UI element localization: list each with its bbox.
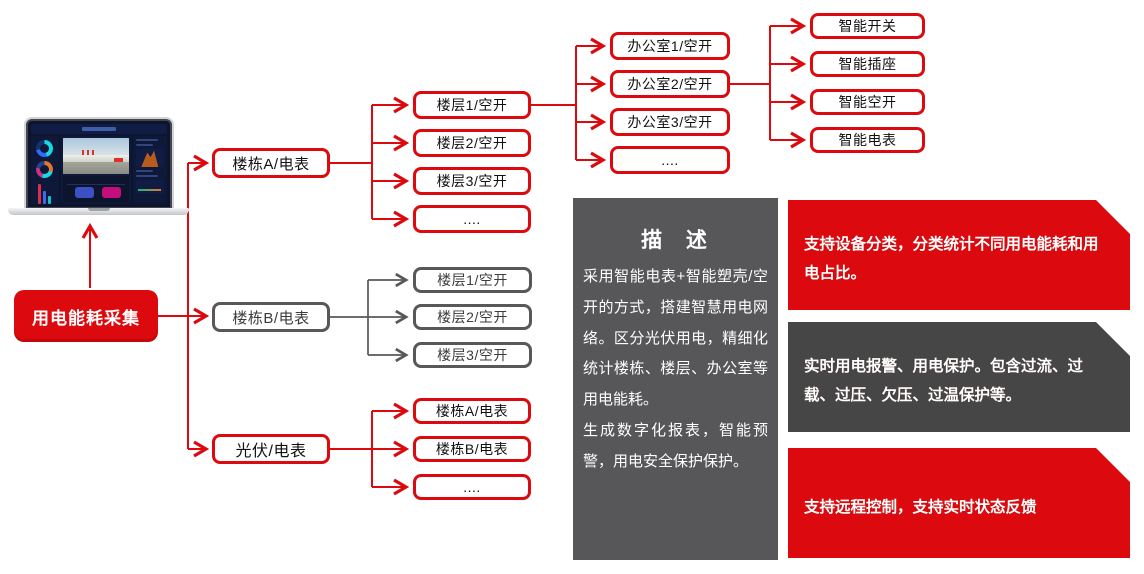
banner-device-classification: 支持设备分类，分类统计不同用电能耗和用电占比。 — [788, 200, 1130, 310]
node-label: .... — [463, 211, 481, 227]
area-chart-icon — [135, 149, 164, 167]
node-smart-breaker: 智能空开 — [810, 89, 925, 115]
dashboard-left-column — [31, 136, 59, 204]
node-label: 楼层3/空开 — [436, 173, 508, 189]
dashboard-center-column — [60, 136, 131, 204]
factory-sign — [114, 158, 124, 163]
factory-photo — [62, 138, 129, 174]
node-pv-more: .... — [413, 474, 531, 500]
description-title: 描 述 — [641, 229, 716, 252]
node-pv-building-b: 楼栋B/电表 — [413, 436, 531, 462]
bottom-bar-chart-icon — [62, 176, 129, 202]
donut-chart-icon — [36, 140, 54, 157]
node-smart-socket: 智能插座 — [810, 51, 925, 77]
node-floor-b-1: 楼层1/空开 — [413, 267, 532, 293]
energy-dashboard — [31, 124, 167, 204]
node-floor-b-3: 楼层3/空开 — [413, 342, 532, 368]
banner-text: 实时用电报警、用电保护。包含过流、过载、过压、欠压、过温保护等。 — [804, 358, 1084, 404]
description-paragraph-2: 生成数字化报表，智能预警，用电安全保护保护。 — [583, 421, 768, 470]
node-label: 智能电表 — [838, 132, 897, 148]
node-label: 智能插座 — [838, 56, 897, 72]
spark-chart-icon — [135, 180, 164, 194]
description-body: 采用智能电表+智能塑壳/空开的方式，搭建智慧用电网络。区分光伏用电，精细化统计楼… — [583, 262, 768, 477]
node-label: 办公室3/空开 — [627, 114, 713, 130]
node-floor-a-2: 楼层2/空开 — [413, 129, 531, 157]
banner-text: 支持设备分类，分类统计不同用电能耗和用电占比。 — [804, 236, 1099, 282]
node-label: 智能空开 — [838, 94, 897, 110]
dashboard-right-column — [132, 136, 167, 204]
node-floor-a-more: .... — [413, 205, 531, 233]
node-smart-switch: 智能开关 — [810, 13, 925, 39]
node-label: 楼栋A/电表 — [435, 403, 509, 419]
node-label: 楼栋B/电表 — [435, 441, 509, 457]
banner-realtime-protection: 实时用电报警、用电保护。包含过流、过载、过压、欠压、过温保护等。 — [788, 322, 1130, 432]
node-label: 楼栋A/电表 — [232, 155, 310, 173]
description-paragraph-1: 采用智能电表+智能塑壳/空开的方式，搭建智慧用电网络。区分光伏用电，精细化统计楼… — [583, 268, 768, 408]
node-office-3: 办公室3/空开 — [610, 108, 730, 136]
node-label: 智能开关 — [838, 18, 897, 34]
laptop-screen — [26, 119, 172, 209]
node-smart-meter: 智能电表 — [810, 127, 925, 153]
node-label: 用电能耗采集 — [32, 308, 140, 328]
gauge-chart-icon — [36, 161, 54, 178]
node-label: 楼层2/空开 — [436, 135, 508, 151]
node-pv-building-a: 楼栋A/电表 — [413, 398, 531, 424]
node-office-more: .... — [610, 146, 730, 174]
node-office-2: 办公室2/空开 — [610, 70, 730, 98]
node-building-b-meter: 楼栋B/电表 — [212, 302, 330, 332]
node-office-1: 办公室1/空开 — [610, 32, 730, 60]
node-label: .... — [661, 152, 679, 168]
node-label: 楼层2/空开 — [437, 309, 508, 325]
node-label: 楼层1/空开 — [436, 97, 508, 113]
node-pv-meter: 光伏/电表 — [212, 434, 330, 464]
mini-bar-chart-icon — [38, 182, 52, 204]
dashboard-title-bar — [31, 124, 167, 134]
node-building-a-meter: 楼栋A/电表 — [212, 148, 330, 178]
node-energy-collection-root: 用电能耗采集 — [14, 290, 158, 342]
node-floor-b-2: 楼层2/空开 — [413, 304, 532, 330]
node-label: 光伏/电表 — [235, 443, 307, 460]
node-label: .... — [463, 479, 481, 495]
node-label: 楼层1/空开 — [437, 272, 508, 288]
node-label: 办公室1/空开 — [627, 38, 713, 54]
node-floor-a-3: 楼层3/空开 — [413, 167, 531, 195]
node-floor-a-1: 楼层1/空开 — [413, 91, 531, 119]
node-label: 办公室2/空开 — [627, 76, 713, 92]
banner-text: 支持远程控制，支持实时状态反馈 — [804, 498, 1037, 516]
laptop-base — [8, 208, 189, 215]
node-label: 楼层3/空开 — [437, 347, 508, 363]
node-label: 楼栋B/电表 — [232, 309, 310, 327]
banner-remote-control: 支持远程控制，支持实时状态反馈 — [788, 448, 1130, 558]
description-panel: 描 述 采用智能电表+智能塑壳/空开的方式，搭建智慧用电网络。区分光伏用电，精细… — [573, 198, 778, 560]
